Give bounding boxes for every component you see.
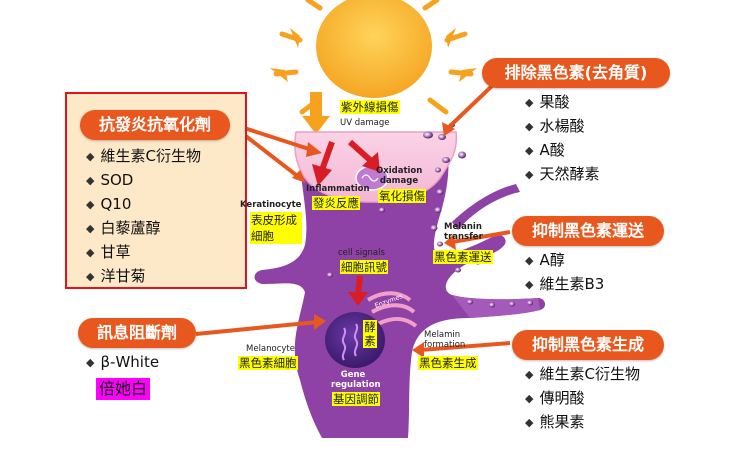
melanin-transfer-zh-label: 黑色素運送 <box>433 250 493 264</box>
exfoliate-title: 排除黑色素(去角質) <box>482 58 670 88</box>
keratinocyte-zh-label: 表皮形成細胞 <box>250 212 302 244</box>
cell-signals-zh-label: 細胞訊號 <box>340 260 388 274</box>
list-item: 維生素B3 <box>525 272 604 296</box>
signal-blocker-title: 訊息阻斷劑 <box>78 318 196 348</box>
uv-en-label: UV damage <box>340 118 390 128</box>
list-item: 甘草 <box>86 240 201 264</box>
melamin-formation-en-label: Melamin formation <box>424 330 466 350</box>
list-item: A醇 <box>525 248 604 272</box>
keratinocyte-en-label: Keratinocyte <box>240 200 302 210</box>
formation-title: 抑制黑色素生成 <box>512 330 664 360</box>
list-item: SOD <box>86 168 201 192</box>
list-item: 洋甘菊 <box>86 264 201 288</box>
list-item: β-White <box>86 350 159 374</box>
exfoliate-list: 果酸 水楊酸 A酸 天然酵素 <box>525 90 599 186</box>
list-item: 水楊酸 <box>525 114 599 138</box>
antioxidant-list: 維生素C衍生物 SOD Q10 白藜蘆醇 甘草 洋甘菊 <box>86 144 201 288</box>
pointer-arrows <box>195 82 511 358</box>
transfer-title: 抑制黑色素運送 <box>512 216 664 246</box>
list-item: Q10 <box>86 192 201 216</box>
list-item: 熊果素 <box>525 410 640 434</box>
list-item: 果酸 <box>525 90 599 114</box>
enzymes-zh-label: 酵素 <box>363 320 377 348</box>
gene-regulation-en-label: Gene regulation <box>331 370 381 390</box>
inflammation-en-label: Inflammation <box>306 184 370 194</box>
transfer-list: A醇 維生素B3 <box>525 248 604 296</box>
melanocyte-en-label: Melanocyte <box>246 344 295 354</box>
formation-list: 維生素C衍生物 傳明酸 熊果素 <box>525 362 640 434</box>
highlight-label: 倍她白 <box>96 378 151 400</box>
melanin-transfer-en-label: Melanin transfer <box>444 222 483 242</box>
sun-icon <box>270 0 477 115</box>
uv-zh-label: 紫外線損傷 <box>340 100 400 114</box>
inflammation-zh-label: 發炎反應 <box>312 196 360 210</box>
melanocyte-zh-label: 黑色素細胞 <box>238 356 298 370</box>
oxidation-zh-label: 氧化損傷 <box>378 189 426 203</box>
gene-regulation-zh-label: 基因調節 <box>332 392 380 406</box>
signal-blocker-list: β-White <box>86 350 159 374</box>
oxidation-en-label: Oxidation damage <box>376 166 423 186</box>
list-item: 天然酵素 <box>525 162 599 186</box>
red-arrows <box>312 139 380 306</box>
list-item: 維生素C衍生物 <box>525 362 639 386</box>
list-item: 白藜蘆醇 <box>86 216 201 240</box>
cell-signals-en-label: cell signals <box>338 248 385 258</box>
list-item: 維生素C衍生物 <box>86 144 200 168</box>
melanin-granules <box>327 122 533 308</box>
enzymes-icon <box>366 291 418 328</box>
uv-arrow-icon <box>302 92 330 134</box>
list-item: 傳明酸 <box>525 386 640 410</box>
list-item: A酸 <box>525 138 599 162</box>
antioxidant-title: 抗發炎抗氧化劑 <box>80 110 230 140</box>
melamin-formation-zh-label: 黑色素生成 <box>418 356 478 370</box>
